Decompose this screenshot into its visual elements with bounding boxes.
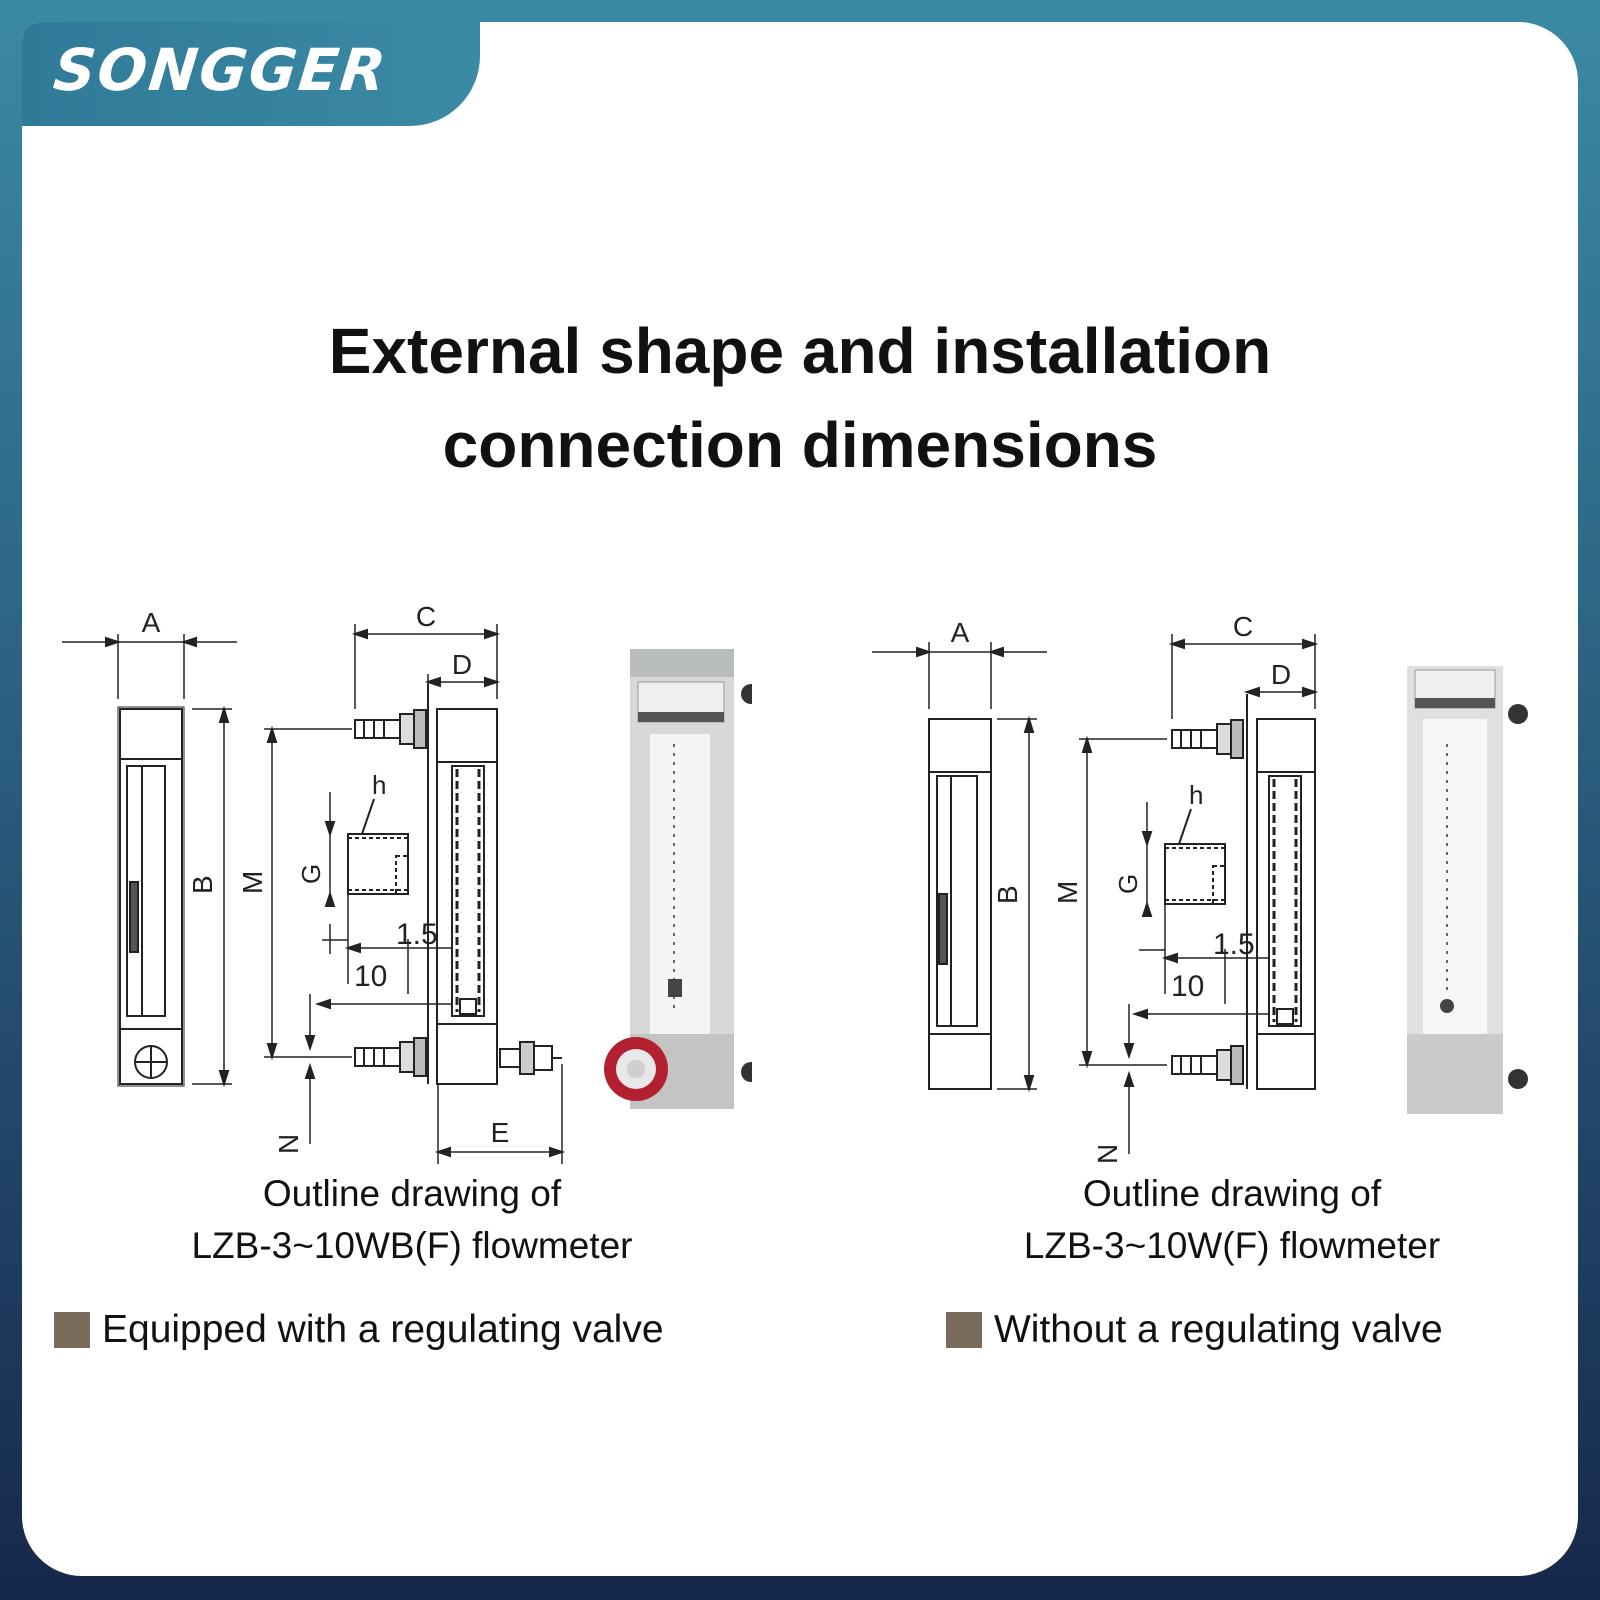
page-title: External shape and installation connecti… — [22, 304, 1578, 492]
section-detail: G h 1.5 10 — [1113, 780, 1269, 1020]
left-note: Equipped with a regulating valve — [54, 1308, 664, 1352]
dim-label-e: E — [491, 1117, 510, 1148]
dim-label-m: M — [237, 871, 268, 894]
dim-label-d: D — [1271, 659, 1291, 690]
dim-label-c: C — [416, 601, 436, 632]
dim-label-g: G — [1113, 874, 1143, 894]
dim-label-g: G — [296, 864, 326, 884]
dim-label-1-5: 1.5 — [396, 918, 438, 951]
dim-label-n: N — [1092, 1144, 1123, 1164]
dim-label-a: A — [951, 617, 970, 648]
right-outline-drawing: A B — [867, 594, 1547, 1194]
flowmeter-photo — [604, 649, 752, 1109]
dim-label-b: B — [187, 875, 218, 894]
brand-logo: SONGGER — [50, 36, 391, 104]
front-view: A B — [62, 607, 237, 1088]
right-note: Without a regulating valve — [946, 1308, 1443, 1352]
dim-label-n: N — [273, 1134, 304, 1154]
bullet-square-icon — [946, 1312, 982, 1348]
front-view: A B — [872, 617, 1047, 1093]
dim-label-m: M — [1052, 881, 1083, 904]
content-card: SONGGER External shape and installation … — [22, 22, 1578, 1576]
left-caption-line-1: Outline drawing of — [262, 1173, 562, 1214]
right-caption-line-2: LZB-3~10W(F) flowmeter — [1023, 1225, 1441, 1266]
left-note-text: Equipped with a regulating valve — [102, 1308, 664, 1351]
dim-label-c: C — [1233, 611, 1253, 642]
dim-label-a: A — [142, 607, 161, 638]
right-note-text: Without a regulating valve — [994, 1308, 1443, 1351]
title-line-2: connection dimensions — [442, 409, 1158, 481]
section-detail: G h 1.5 10 — [296, 770, 452, 1010]
title-line-1: External shape and installation — [328, 315, 1272, 387]
dim-label-10: 10 — [1171, 970, 1204, 1003]
flowmeter-photo — [1407, 666, 1528, 1114]
dim-label-h: h — [1189, 780, 1203, 810]
side-view: C D M N — [237, 601, 566, 1164]
right-caption: Outline drawing of LZB-3~10W(F) flowmete… — [952, 1168, 1512, 1272]
side-view: C D M N — [1052, 611, 1319, 1164]
bullet-square-icon — [54, 1312, 90, 1348]
brand-tab: SONGGER — [22, 22, 480, 126]
right-caption-line-1: Outline drawing of — [1082, 1173, 1382, 1214]
dim-label-d: D — [452, 649, 472, 680]
dim-label-1-5: 1.5 — [1213, 928, 1255, 961]
dim-label-10: 10 — [354, 960, 387, 993]
left-caption: Outline drawing of LZB-3~10WB(F) flowmet… — [132, 1168, 692, 1272]
dim-label-b: B — [992, 885, 1023, 904]
dim-label-h: h — [372, 770, 386, 800]
left-outline-drawing: A B — [52, 594, 752, 1194]
left-caption-line-2: LZB-3~10WB(F) flowmeter — [191, 1225, 633, 1266]
